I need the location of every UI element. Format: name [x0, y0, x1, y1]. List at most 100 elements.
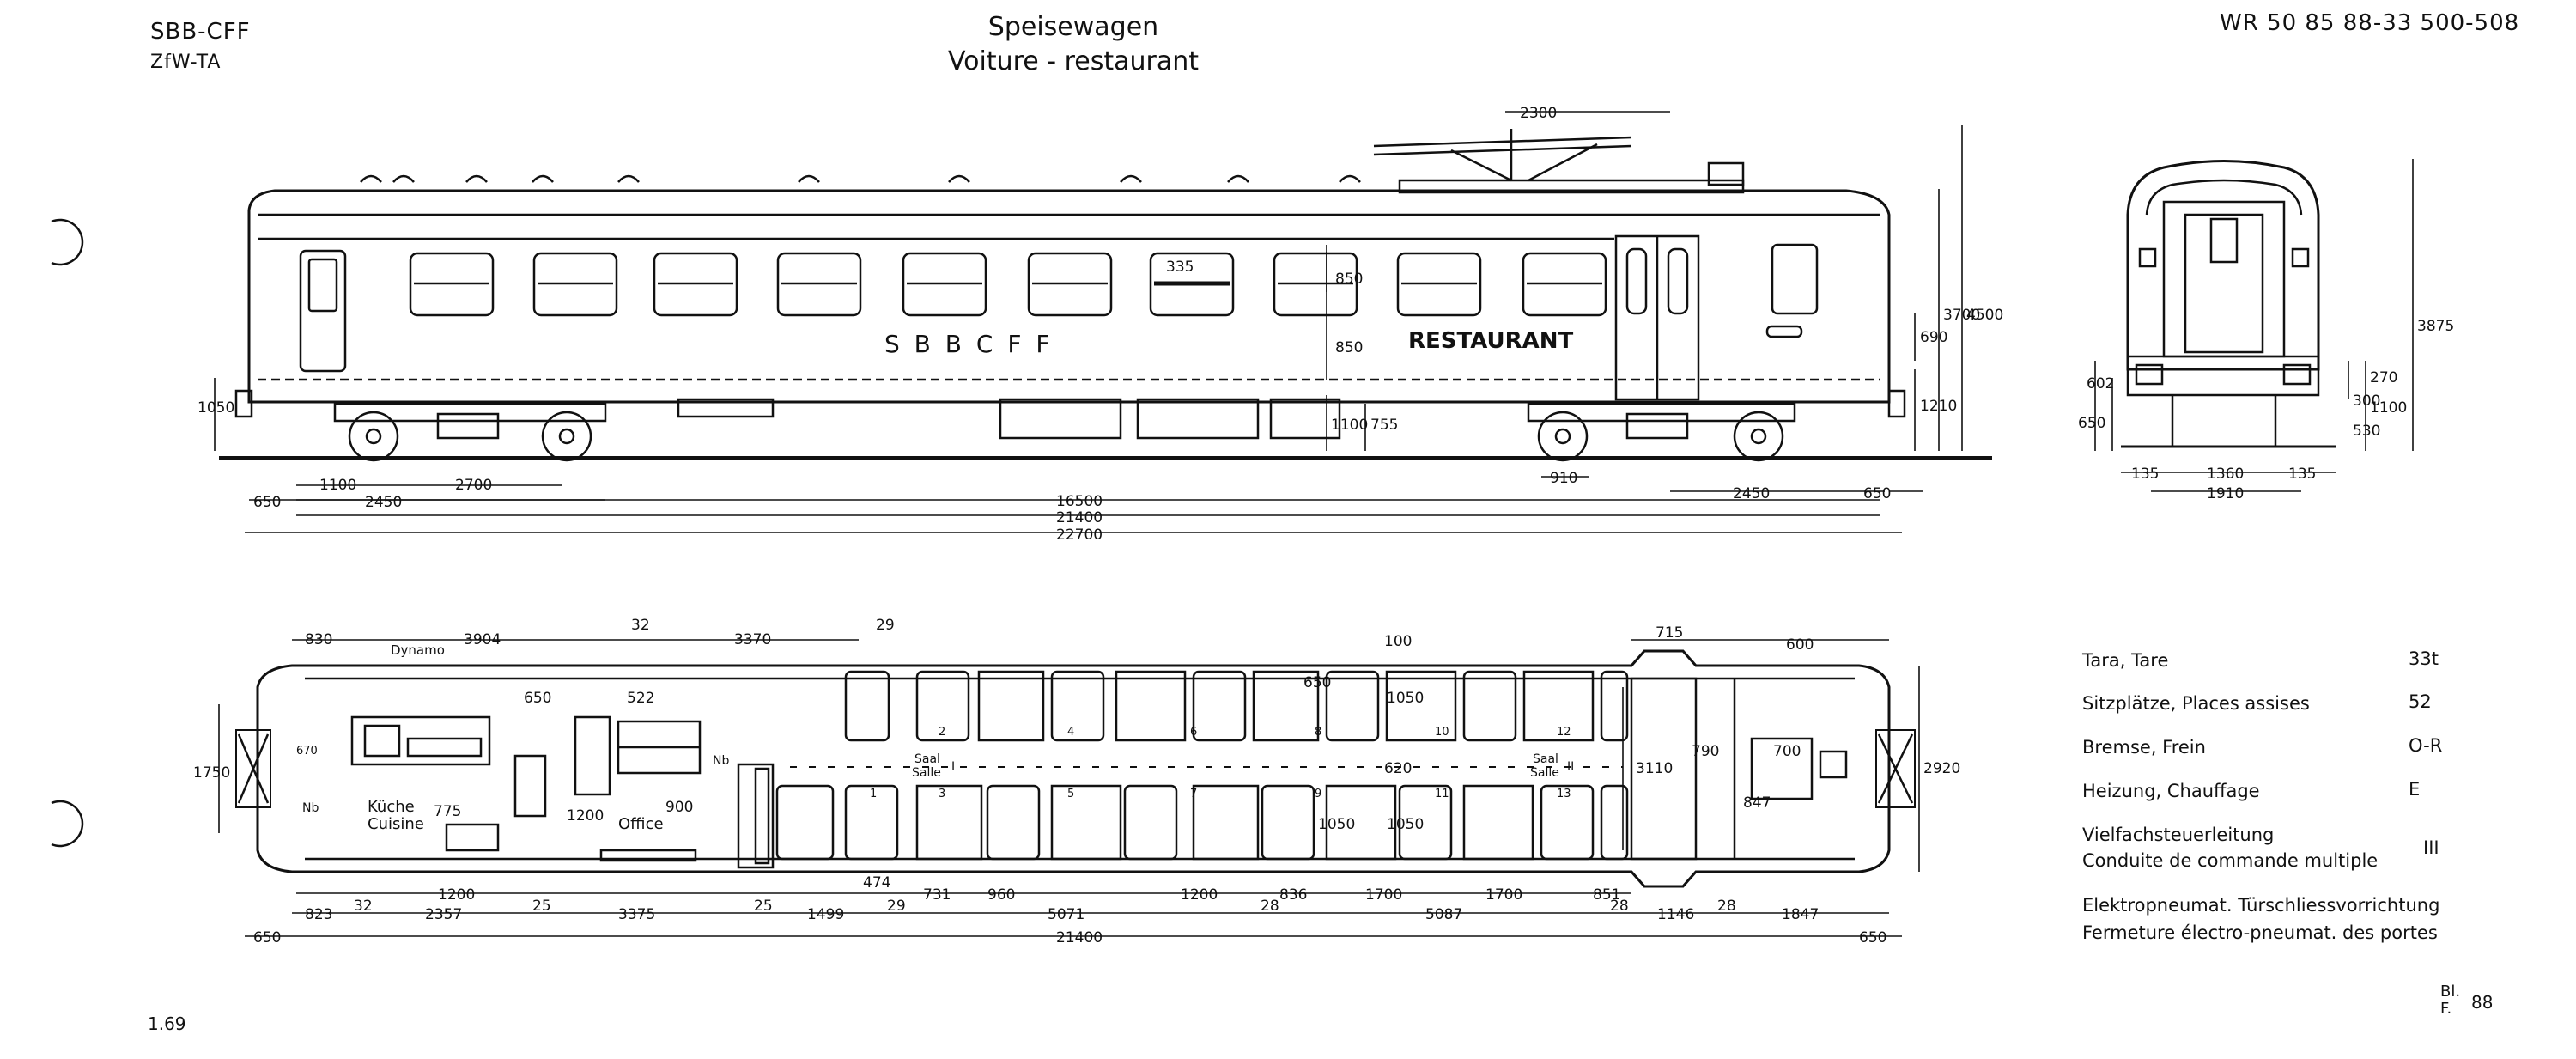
- end-dimension-lines: [2094, 159, 2414, 492]
- dim-650-plan-right: 650: [1859, 929, 1886, 946]
- dim-850-upper: 850: [1335, 271, 1363, 288]
- label-roman-1: I: [951, 760, 955, 774]
- dim-847: 847: [1743, 794, 1771, 812]
- dim-830: 830: [305, 631, 332, 648]
- spec-value-multiple-control: III: [2423, 837, 2439, 858]
- spec-value-seats: 52: [2409, 691, 2432, 712]
- dim-5071: 5071: [1048, 906, 1084, 923]
- spec-label-door-closing-fr: Fermeture électro-pneumat. des portes: [2082, 922, 2438, 943]
- dim-620: 620: [1384, 760, 1412, 777]
- dim-21400: 21400: [1056, 509, 1103, 526]
- dim-1700-a: 1700: [1365, 886, 1402, 904]
- dining-seating: [775, 670, 1629, 861]
- dim-836: 836: [1279, 886, 1307, 904]
- dim-715: 715: [1656, 624, 1683, 642]
- spec-value-tare: 33t: [2409, 648, 2439, 669]
- dim-851: 851: [1593, 886, 1620, 904]
- dim-1499: 1499: [807, 906, 844, 923]
- dim-1750: 1750: [193, 764, 230, 782]
- dim-1200-vertical: 1200: [567, 807, 604, 825]
- dim-1360: 1360: [2207, 466, 2244, 483]
- sheet-label-bl: Bl.: [2440, 983, 2461, 1001]
- dim-2357: 2357: [425, 906, 462, 923]
- drawing-code: ZfW-TA: [150, 52, 222, 73]
- dim-690: 690: [1920, 329, 1947, 346]
- seat-number: 2: [939, 726, 945, 739]
- dim-1050-lower-b: 1050: [1387, 816, 1424, 833]
- bogie-right: [1527, 402, 1796, 462]
- railway-name: SBB-CFF: [150, 19, 251, 45]
- entrance-doors: [1614, 234, 1819, 401]
- dim-650-end: 650: [2078, 415, 2105, 432]
- dim-1200-bottom: 1200: [438, 886, 475, 904]
- spec-label-multiple-control: Vielfachsteuerleitung: [2082, 825, 2275, 845]
- dim-4500: 4500: [1966, 307, 2003, 324]
- dim-650-plan: 650: [1303, 674, 1331, 691]
- dim-2700: 2700: [455, 477, 492, 494]
- dim-5087: 5087: [1425, 906, 1462, 923]
- dim-28-b: 28: [1610, 898, 1629, 915]
- car-lettering: S B B C F F: [884, 330, 1053, 358]
- dim-670: 670: [296, 745, 318, 758]
- dim-1146: 1146: [1657, 906, 1694, 923]
- dim-3875: 3875: [2417, 318, 2454, 335]
- seat-number: 5: [1067, 788, 1074, 800]
- dim-1100-bottom: 1100: [319, 477, 356, 494]
- dim-900: 900: [665, 799, 693, 816]
- dim-29-top: 29: [876, 617, 895, 634]
- sheet-label: Bl. F.: [2440, 983, 2460, 1018]
- dim-25-a: 25: [532, 898, 551, 915]
- dim-910: 910: [1550, 470, 1577, 487]
- dim-270: 270: [2370, 369, 2397, 386]
- dim-300: 300: [2353, 393, 2380, 410]
- dim-474: 474: [863, 874, 890, 892]
- seat-number: 13: [1557, 788, 1571, 800]
- dim-1847: 1847: [1782, 906, 1819, 923]
- dim-823: 823: [305, 906, 332, 923]
- dim-100: 100: [1384, 633, 1412, 650]
- spec-value-brake: O-R: [2409, 735, 2443, 756]
- seat-number: 6: [1190, 726, 1197, 739]
- dim-3375: 3375: [618, 906, 655, 923]
- label-dynamo: Dynamo: [391, 642, 445, 658]
- dim-602: 602: [2087, 375, 2114, 393]
- dim-1050: 1050: [197, 399, 234, 417]
- dim-650-vertical: 650: [524, 690, 551, 707]
- seat-number: 9: [1315, 788, 1321, 800]
- dim-1210: 1210: [1920, 398, 1957, 415]
- label-nb-1: Nb: [713, 754, 729, 768]
- dim-600: 600: [1786, 636, 1814, 654]
- binder-hole-bottom: [51, 800, 84, 848]
- plan-view: [235, 649, 1916, 888]
- dim-21400-plan: 21400: [1056, 929, 1103, 946]
- drawing-date: 1.69: [148, 1013, 186, 1034]
- spec-label-seats: Sitzplätze, Places assises: [2082, 693, 2310, 714]
- dim-731: 731: [923, 886, 951, 904]
- sheet-label-f: F.: [2440, 1000, 2452, 1018]
- seat-number: 7: [1190, 788, 1197, 800]
- seat-number: 11: [1435, 788, 1449, 800]
- seat-number: 12: [1557, 726, 1571, 739]
- dim-22700: 22700: [1056, 526, 1103, 544]
- dim-2450-left: 2450: [365, 494, 402, 511]
- dim-755: 755: [1370, 417, 1398, 434]
- plan-dimension-lines: [218, 639, 1920, 937]
- dim-1700-b: 1700: [1485, 886, 1522, 904]
- dim-1200-b: 1200: [1181, 886, 1218, 904]
- dim-32-top: 32: [631, 617, 650, 634]
- dim-135-right: 135: [2288, 466, 2316, 483]
- label-office: Office: [618, 815, 664, 833]
- wagon-number: WR 50 85 88-33 500-508: [2220, 10, 2520, 36]
- seat-number: 3: [939, 788, 945, 800]
- dim-1050-upper: 1050: [1387, 690, 1424, 707]
- dim-960: 960: [987, 886, 1015, 904]
- dim-522: 522: [627, 690, 654, 707]
- dim-790: 790: [1692, 743, 1719, 760]
- dim-650-left: 650: [253, 494, 281, 511]
- dim-700: 700: [1773, 743, 1801, 760]
- dim-850-lower: 850: [1335, 339, 1363, 356]
- kitchen: [350, 715, 702, 862]
- label-roman-2: II: [1567, 760, 1574, 774]
- spec-label-multiple-control-fr: Conduite de commande multiple: [2082, 850, 2379, 871]
- dim-650-plan-left: 650: [253, 929, 281, 946]
